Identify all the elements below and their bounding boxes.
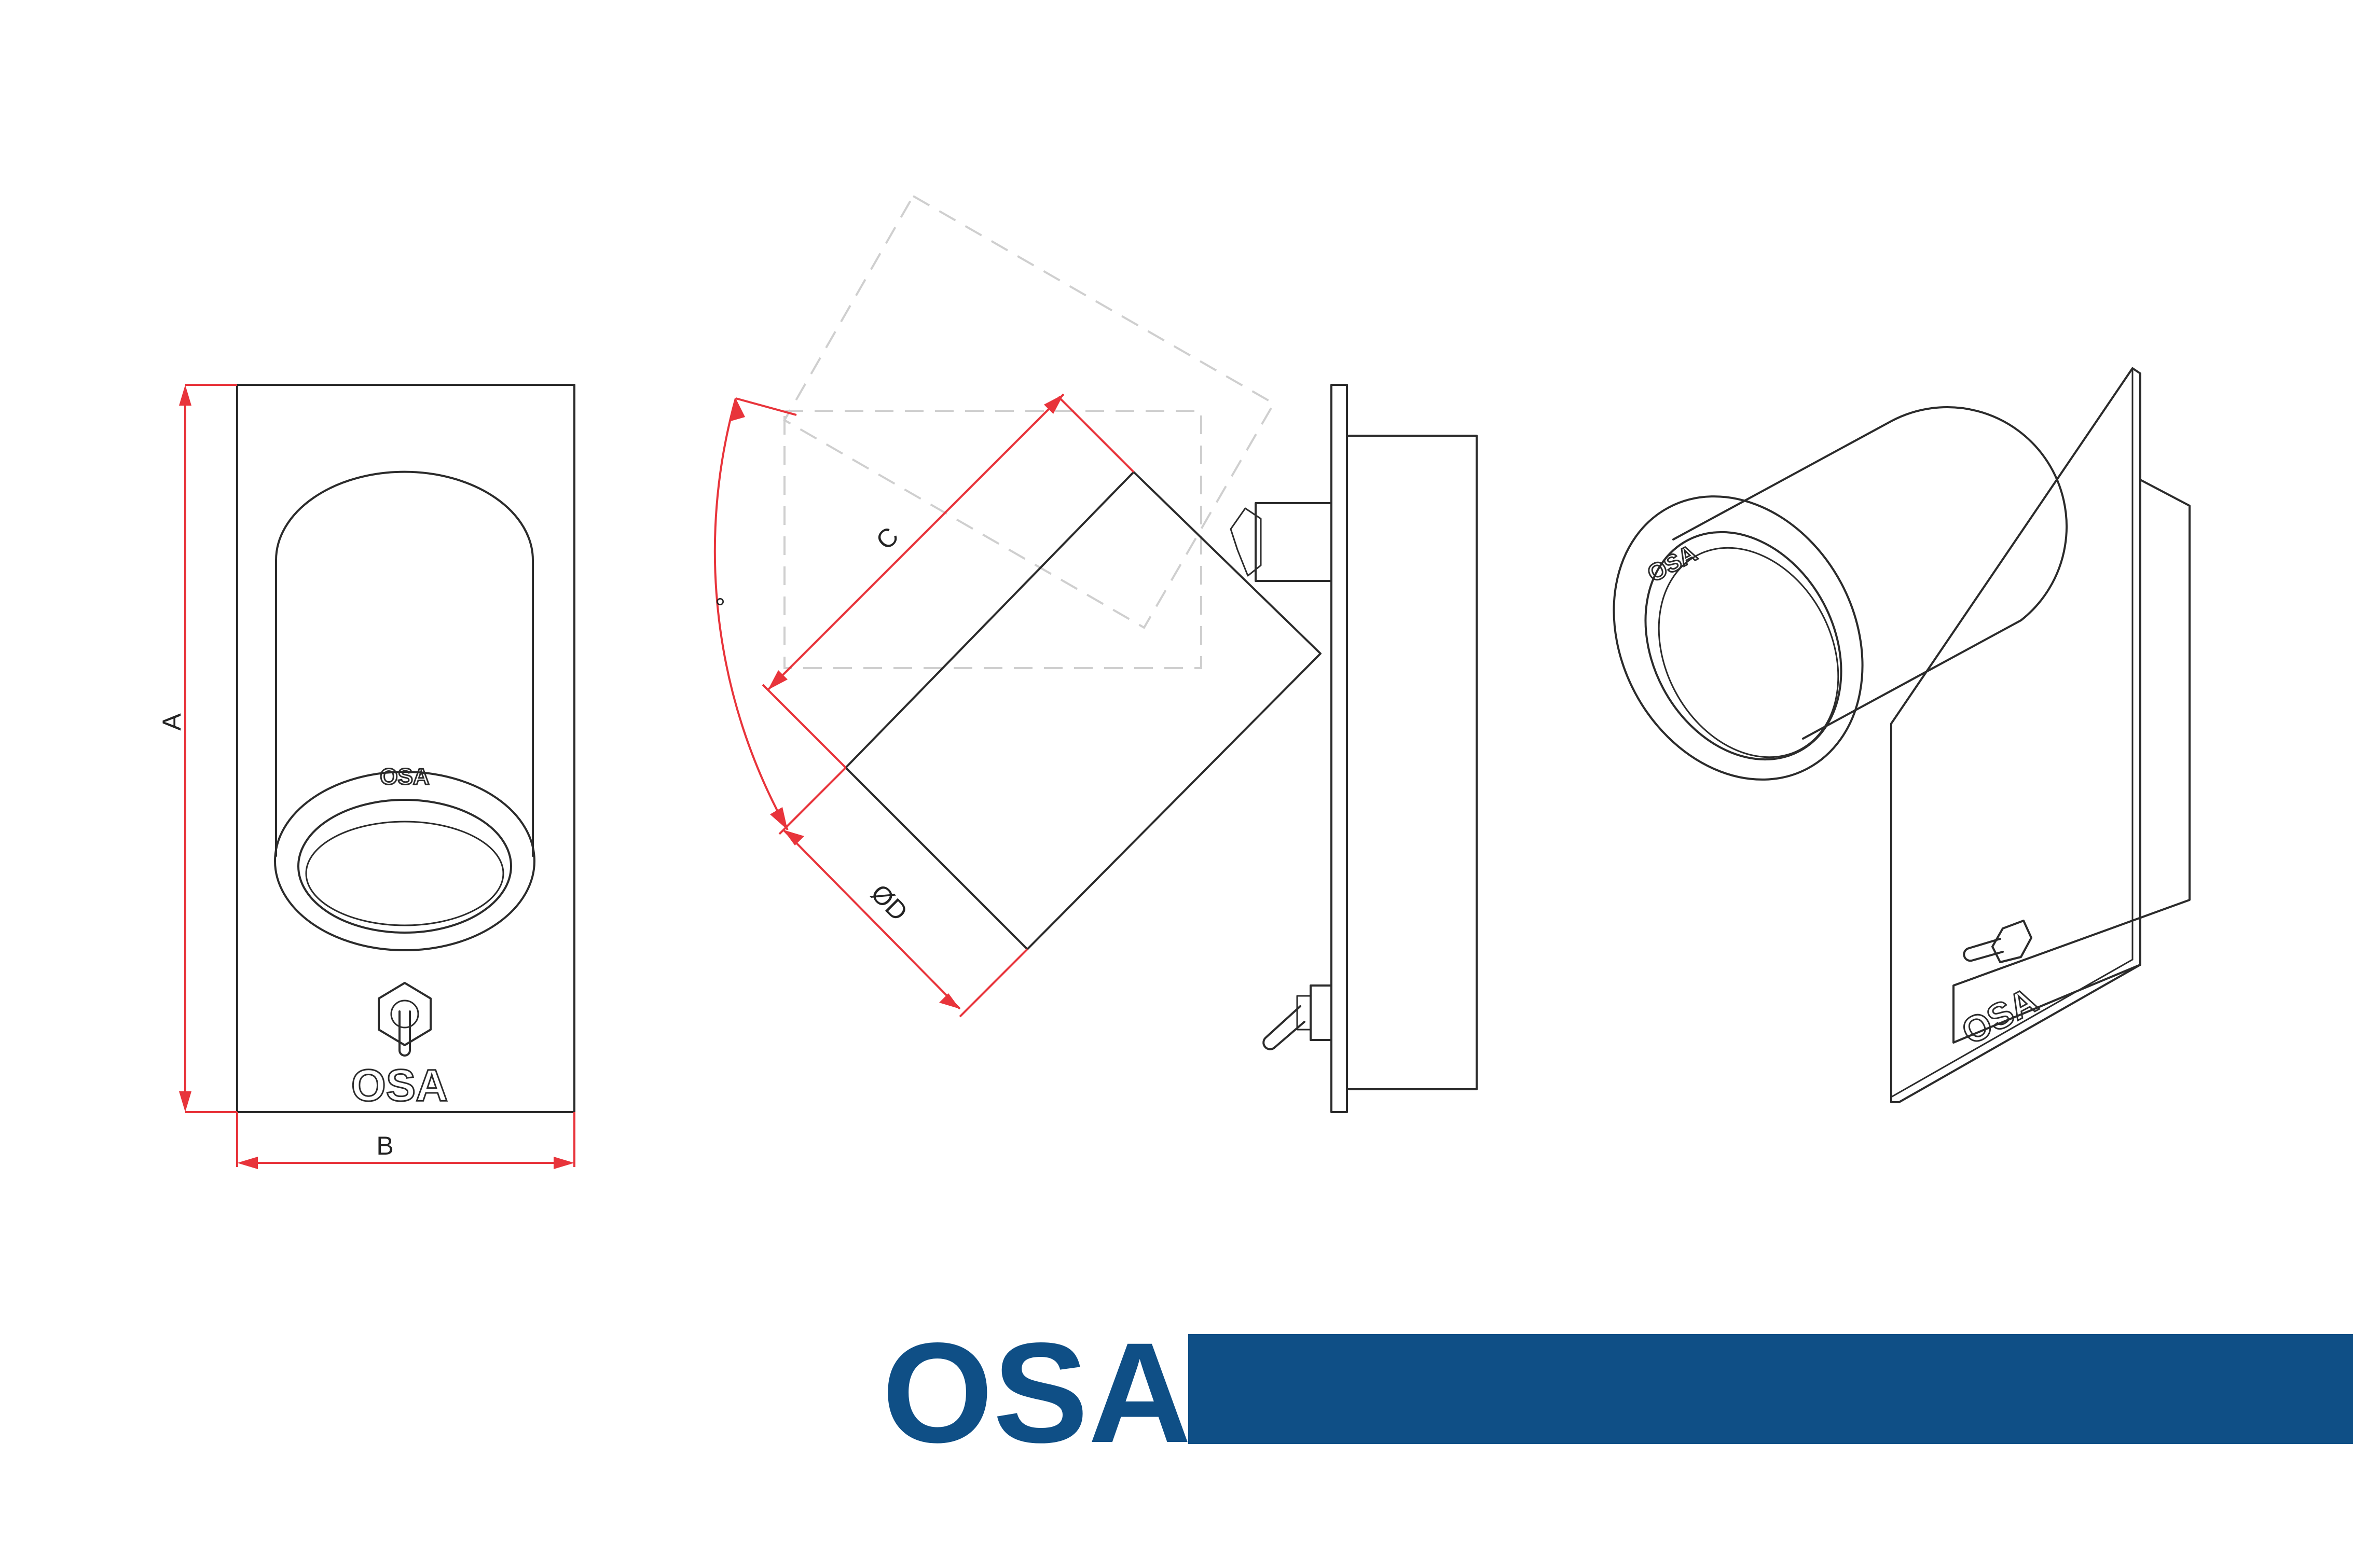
iso-plate-bottom xyxy=(1890,959,2134,1098)
side-pivot-joint xyxy=(1230,507,1262,577)
ghost-lamp-tilted-up xyxy=(783,195,1275,629)
isometric-view: OSA OSA xyxy=(1613,367,2191,1103)
brand-bar xyxy=(1188,1334,2353,1444)
front-lamp-logo: OSA xyxy=(380,764,429,789)
side-switch-nut xyxy=(1310,984,1332,1041)
iso-lamp-ring-outer xyxy=(1613,495,1864,781)
front-lamp-ring-outer xyxy=(274,771,535,951)
front-lamp-lens xyxy=(305,821,504,926)
brand-band: OSA xyxy=(882,1313,2353,1473)
dimension-angle-label: ° xyxy=(715,593,725,622)
front-lamp-body xyxy=(275,470,534,857)
dimension-angle xyxy=(713,397,797,830)
front-switch-nut xyxy=(378,982,432,1046)
iso-wall-plate xyxy=(1890,367,2141,1103)
front-lamp-ring-inner xyxy=(297,799,512,934)
dimension-a xyxy=(179,384,237,1113)
ghost-lamp-horizontal xyxy=(783,410,1202,669)
dimension-a-label: A xyxy=(157,713,186,731)
dimension-d xyxy=(778,767,1028,1018)
iso-switch-lever xyxy=(1963,938,2004,962)
side-lamp-face xyxy=(845,767,1028,950)
iso-logo: OSA xyxy=(1955,980,2044,1052)
dimension-b xyxy=(236,1112,575,1169)
front-switch-lever xyxy=(398,1010,411,1057)
iso-lamp-lens xyxy=(1658,547,1839,758)
iso-lamp-body xyxy=(1672,406,2068,740)
front-switch-base xyxy=(390,1000,419,1029)
brand-logo: OSA xyxy=(882,1313,1191,1473)
side-switch-base xyxy=(1296,995,1312,1031)
front-backplate xyxy=(236,384,575,1113)
front-view: OSA OSA A B xyxy=(157,384,575,1169)
dimension-b-label: B xyxy=(376,1131,393,1160)
front-logo: OSA xyxy=(351,1061,448,1111)
iso-switch-nut xyxy=(1991,920,2032,963)
side-lamp-body xyxy=(845,471,1322,950)
dimension-c xyxy=(762,393,1135,769)
iso-lamp-ring-inner xyxy=(1644,531,1842,761)
dimension-c-label: C xyxy=(870,521,904,555)
iso-housing xyxy=(1952,479,2191,1044)
side-housing xyxy=(1346,435,1478,1090)
side-switch-lever xyxy=(1262,1005,1305,1050)
side-wall-plate xyxy=(1330,384,1348,1113)
side-pivot-mount xyxy=(1255,502,1332,582)
side-view: ° C ØD xyxy=(713,195,1478,1113)
